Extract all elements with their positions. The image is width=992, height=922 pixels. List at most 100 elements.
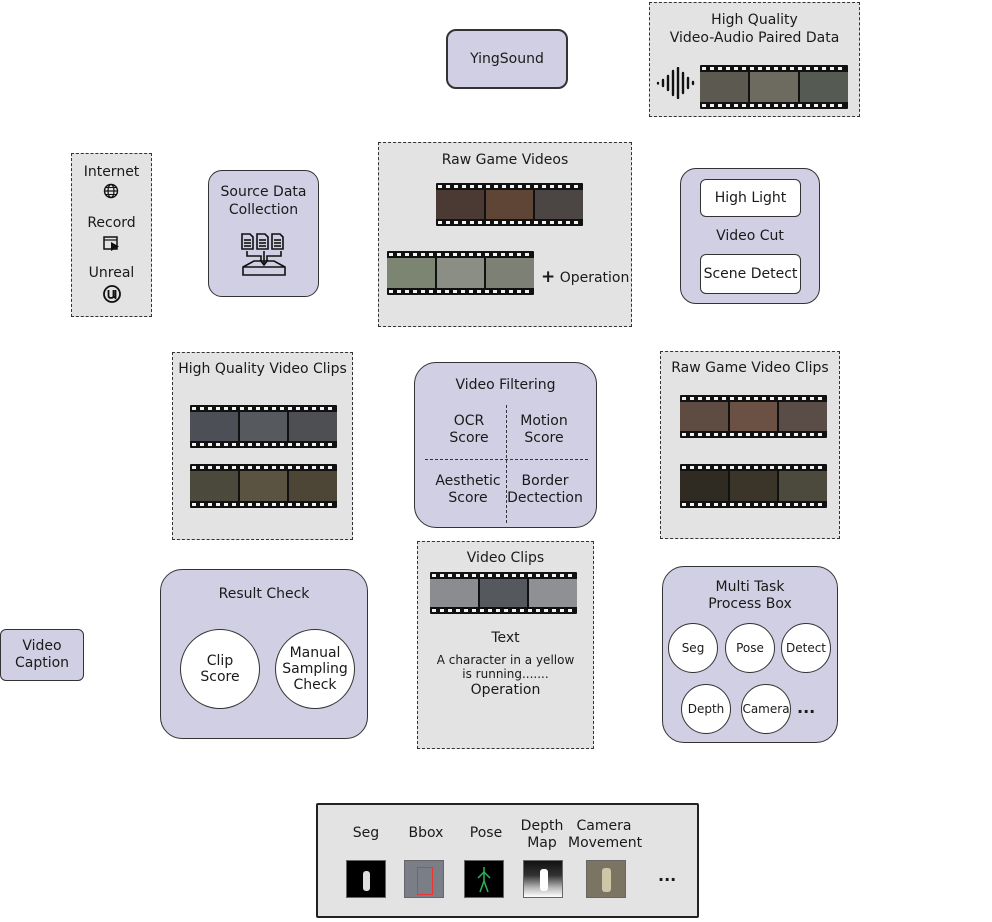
output-depth-line-2: Map — [527, 835, 557, 851]
sources-box: Internet Record Unreal — [71, 153, 152, 317]
result-check-title: Result Check — [218, 586, 310, 602]
raw-game-videos-box: Raw Game Videos + Operation — [378, 142, 632, 327]
task-seg-circle: Seg — [668, 623, 718, 673]
task-pose-circle: Pose — [725, 623, 775, 673]
source-internet-label: Internet — [83, 164, 140, 180]
yingsound-box: YingSound — [446, 29, 568, 89]
border-detection-label: Border Dectection — [504, 473, 586, 507]
manual-check-line-1: Manual — [289, 645, 341, 661]
video-cut-label: Video Cut — [716, 228, 784, 244]
raw-clips-filmstrip-2 — [680, 464, 827, 508]
hq-paired-title-2: Video-Audio Paired Data — [669, 30, 840, 46]
ocr-score-line-1: OCR — [453, 413, 485, 429]
hq-paired-filmstrip — [700, 65, 848, 109]
source-data-collection-box: Source Data Collection — [208, 170, 319, 297]
output-pose-label: Pose — [464, 825, 508, 842]
output-pose-line-1: Pose — [469, 825, 503, 841]
output-camera-line-1: Camera — [576, 818, 632, 834]
video-cut-box: High Light Video Cut Scene Detect — [680, 168, 820, 304]
motion-score-label: Motion Score — [504, 413, 584, 447]
output-seg-thumbnail — [346, 860, 386, 898]
raw-game-video-clips-box: Raw Game Video Clips — [660, 351, 840, 539]
task-camera-circle: Camera — [741, 684, 791, 734]
output-depth-map-thumbnail — [523, 860, 563, 898]
audio-waveform-icon — [656, 67, 695, 99]
video-caption-line-1: Video — [22, 638, 62, 654]
source-collection-title-2: Collection — [228, 202, 299, 218]
aesthetic-score-line-2: Score — [448, 490, 488, 506]
video-caption-box: Video Caption — [0, 629, 84, 681]
border-detection-line-2: Dectection — [507, 490, 583, 506]
high-light-box: High Light — [700, 179, 801, 217]
unreal-engine-icon — [103, 285, 121, 303]
documents-inbox-icon — [241, 233, 286, 276]
record-icon — [103, 236, 119, 251]
output-bbox-thumbnail — [404, 860, 444, 898]
multi-task-more: ... — [797, 698, 816, 717]
filtering-horizontal-divider — [425, 459, 588, 460]
clip-score-line-1: Clip — [206, 653, 234, 669]
manual-sampling-check-circle: Manual Sampling Check — [275, 629, 355, 709]
outputs-more: ... — [658, 866, 677, 885]
ocr-score-label: OCR Score — [429, 413, 509, 447]
motion-score-line-2: Score — [524, 430, 564, 446]
output-depth-line-1: Depth — [520, 818, 564, 834]
hq-clips-filmstrip-1 — [190, 405, 337, 448]
output-bbox-line-1: Bbox — [408, 825, 444, 841]
raw-videos-filmstrip-2 — [387, 251, 534, 295]
source-unreal-label: Unreal — [88, 265, 135, 281]
aesthetic-score-line-1: Aesthetic — [435, 473, 501, 489]
source-record-label: Record — [87, 215, 136, 231]
manual-check-line-3: Check — [293, 677, 337, 693]
raw-game-video-clips-title: Raw Game Video Clips — [671, 360, 829, 376]
hq-paired-title-1: High Quality — [711, 12, 798, 28]
raw-videos-filmstrip-1 — [436, 183, 583, 226]
hq-clips-filmstrip-2 — [190, 464, 337, 508]
result-check-box: Result Check Clip Score Manual Sampling … — [160, 569, 368, 739]
plus-icon: + — [541, 267, 556, 287]
hq-video-clips-title: High Quality Video Clips — [178, 361, 347, 377]
output-seg-line-1: Seg — [352, 825, 380, 841]
clip-score-line-2: Score — [200, 669, 240, 685]
scene-detect-box: Scene Detect — [700, 254, 801, 294]
multi-task-title-1: Multi Task — [715, 579, 785, 595]
outputs-box: Seg Bbox Pose Depth Map Camera Movement … — [316, 803, 699, 918]
globe-icon — [103, 183, 119, 199]
task-depth-circle: Depth — [681, 684, 731, 734]
video-filtering-title: Video Filtering — [455, 377, 556, 393]
border-detection-line-1: Border — [521, 473, 569, 489]
video-clips-title: Video Clips — [466, 550, 545, 566]
video-caption-line-2: Caption — [14, 655, 70, 671]
output-camera-movement-label: Camera Movement — [568, 818, 643, 852]
output-camera-line-2: Movement — [568, 835, 643, 851]
raw-videos-operation-label: Operation — [559, 270, 630, 286]
manual-check-line-2: Sampling — [282, 661, 348, 677]
clip-score-circle: Clip Score — [180, 629, 260, 709]
video-clips-box: Video Clips Text A character in a yellow… — [417, 541, 594, 749]
ocr-score-line-2: Score — [449, 430, 489, 446]
motion-score-line-1: Motion — [520, 413, 568, 429]
multi-task-box: Multi Task Process Box Seg Pose Detect D… — [662, 566, 838, 743]
multi-task-title-2: Process Box — [708, 596, 792, 612]
video-clips-filmstrip — [430, 572, 577, 614]
filtering-vertical-divider — [506, 405, 507, 523]
source-collection-title-1: Source Data — [220, 184, 307, 200]
output-seg-label: Seg — [346, 825, 386, 842]
aesthetic-score-label: Aesthetic Score — [428, 473, 508, 507]
task-detect-circle: Detect — [781, 623, 831, 673]
hq-paired-data-box: High Quality Video-Audio Paired Data — [649, 2, 860, 117]
video-filtering-box: Video Filtering OCR Score Motion Score A… — [414, 362, 597, 528]
video-clips-operation: Operation — [470, 682, 541, 698]
raw-videos-operation: + Operation — [541, 269, 629, 287]
output-depth-map-label: Depth Map — [518, 818, 566, 852]
raw-clips-filmstrip-1 — [680, 395, 827, 438]
output-bbox-label: Bbox — [404, 825, 448, 842]
video-clips-caption-2: is running....... — [462, 667, 549, 681]
output-camera-movement-thumbnail — [586, 860, 626, 898]
video-clips-caption-1: A character in a yellow — [436, 653, 575, 667]
video-clips-text-label: Text — [491, 630, 520, 646]
yingsound-label: YingSound — [470, 51, 544, 67]
hq-video-clips-box: High Quality Video Clips — [172, 352, 353, 540]
raw-game-videos-title: Raw Game Videos — [441, 152, 569, 168]
output-pose-thumbnail — [464, 860, 504, 898]
